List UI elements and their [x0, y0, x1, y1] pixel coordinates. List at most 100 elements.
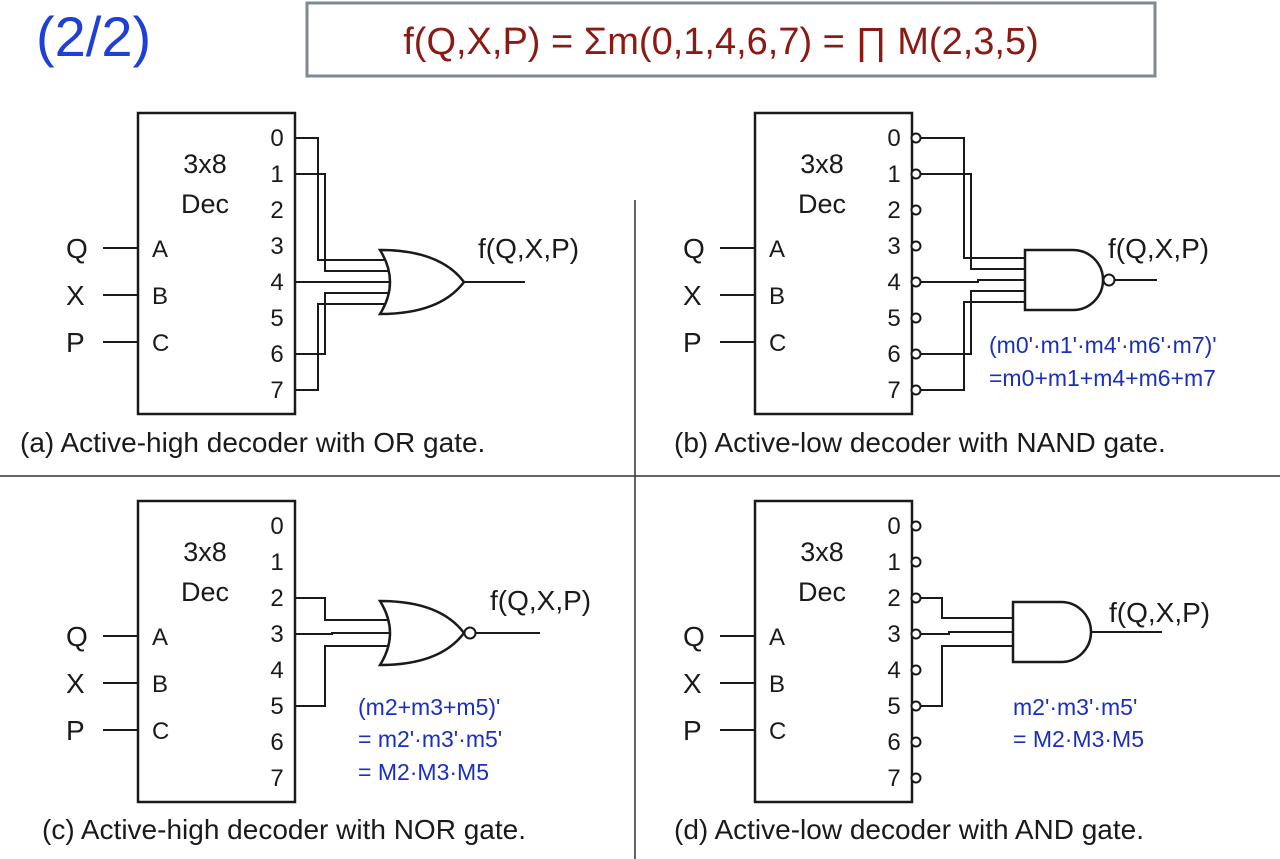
- inversion-bubble: [910, 348, 922, 360]
- annotation-line-3: = M2·M3·M5: [358, 759, 489, 785]
- output-pin-label: 2: [887, 585, 900, 612]
- decoder-to-gate-wire: [295, 645, 394, 707]
- input-label: Q: [66, 233, 88, 264]
- inversion-bubble: [910, 240, 922, 252]
- output-label: f(Q,X,P): [1108, 233, 1209, 264]
- panel-caption: (b) Active-low decoder with NAND gate.: [674, 427, 1166, 458]
- decoder-to-gate-wire: [921, 597, 1013, 619]
- select-pin-label: C: [769, 330, 786, 357]
- output-pin-label: 6: [887, 729, 900, 756]
- decoder-label-dec: Dec: [798, 577, 846, 607]
- inversion-bubble: [910, 204, 922, 216]
- decoder-to-gate-wire: [295, 292, 394, 355]
- input-label: Q: [683, 621, 705, 652]
- inversion-bubble: [910, 664, 922, 676]
- output-pin-label: 4: [887, 269, 900, 296]
- annotation-line-2: = m2'·m3'·m5': [358, 726, 502, 752]
- inversion-bubble: [910, 628, 922, 640]
- page-label: (2/2): [36, 5, 151, 68]
- inversion-bubble: [910, 384, 922, 396]
- decoder-to-gate-wire: [921, 631, 1013, 635]
- output-pin-label: 6: [270, 341, 283, 368]
- output-pin-label: 1: [887, 161, 900, 188]
- output-pin-label: 5: [887, 305, 900, 332]
- select-pin-label: B: [152, 671, 168, 698]
- decoder-label-size: 3x8: [183, 149, 227, 179]
- output-label: f(Q,X,P): [490, 585, 591, 616]
- output-pin-label: 3: [887, 233, 900, 260]
- output-pin-label: 1: [270, 549, 283, 576]
- output-pin-label: 0: [270, 125, 283, 152]
- select-pin-label: B: [769, 283, 785, 310]
- decoder-to-gate-wire: [295, 303, 394, 391]
- decoder-to-gate-wire: [295, 632, 394, 635]
- output-pin-label: 3: [270, 233, 283, 260]
- output-pin-label: 6: [270, 729, 283, 756]
- input-label: P: [66, 715, 85, 746]
- decoder-to-gate-wire: [295, 173, 394, 272]
- output-pin-label: 3: [270, 621, 283, 648]
- annotation-line-1: (m2+m3+m5)': [358, 694, 500, 720]
- inversion-bubble: [910, 592, 922, 604]
- select-pin-label: B: [152, 283, 168, 310]
- output-pin-label: 5: [270, 693, 283, 720]
- select-pin-label: A: [152, 624, 168, 651]
- select-pin-label: C: [769, 718, 786, 745]
- output-pin-label: 2: [270, 585, 283, 612]
- select-pin-label: B: [769, 671, 785, 698]
- output-pin-label: 5: [887, 693, 900, 720]
- decoder-label-dec: Dec: [181, 189, 229, 219]
- output-pin-label: 1: [887, 549, 900, 576]
- inversion-bubble: [910, 520, 922, 532]
- select-pin-label: A: [769, 236, 785, 263]
- output-pin-label: 4: [270, 657, 283, 684]
- annotation-line-1: m2'·m3'·m5': [1013, 694, 1137, 720]
- decoder-label-dec: Dec: [798, 189, 846, 219]
- annotation-line-2: = M2·M3·M5: [1013, 726, 1144, 752]
- decoder-to-gate-wire: [295, 597, 394, 621]
- output-pin-label: 7: [270, 377, 283, 404]
- output-label: f(Q,X,P): [478, 233, 579, 264]
- decoder-block: [753, 111, 914, 416]
- inversion-bubble: [910, 736, 922, 748]
- decoder-label-size: 3x8: [183, 537, 227, 567]
- output-pin-label: 1: [270, 161, 283, 188]
- output-pin-label: 2: [270, 197, 283, 224]
- input-label: X: [683, 280, 702, 311]
- formula-box: [305, 1, 1157, 78]
- select-pin-label: C: [152, 718, 169, 745]
- output-pin-label: 0: [887, 513, 900, 540]
- decoder-to-gate-wire: [921, 301, 1025, 391]
- input-label: Q: [66, 621, 88, 652]
- nand-gate: [1023, 248, 1105, 312]
- decoder-block: [753, 499, 914, 804]
- select-pin-label: C: [152, 330, 169, 357]
- or-gate: [377, 248, 466, 316]
- inversion-bubble: [910, 168, 922, 180]
- decoder-block: [136, 499, 297, 804]
- and-gate: [1011, 600, 1093, 664]
- inversion-bubble: [910, 556, 922, 568]
- annotation-line-2: =m0+m1+m4+m6+m7: [989, 365, 1216, 391]
- output-pin-label: 7: [887, 765, 900, 792]
- decoder-label-size: 3x8: [800, 537, 844, 567]
- decoder-block: [136, 111, 297, 416]
- select-pin-label: A: [769, 624, 785, 651]
- input-label: X: [66, 668, 85, 699]
- annotation-line-1: (m0'·m1'·m4'·m6'·m7)': [989, 332, 1217, 358]
- input-label: Q: [683, 233, 705, 264]
- inversion-bubble: [910, 772, 922, 784]
- output-pin-label: 7: [270, 765, 283, 792]
- output-pin-label: 0: [887, 125, 900, 152]
- inversion-bubble: [910, 276, 922, 288]
- decoder-to-gate-wire: [921, 137, 1025, 259]
- panel-caption: (a) Active-high decoder with OR gate.: [20, 427, 485, 458]
- inversion-bubble: [910, 700, 922, 712]
- decoder-to-gate-wire: [921, 279, 1025, 283]
- input-label: P: [66, 327, 85, 358]
- output-pin-label: 3: [887, 621, 900, 648]
- inversion-bubble: [910, 132, 922, 144]
